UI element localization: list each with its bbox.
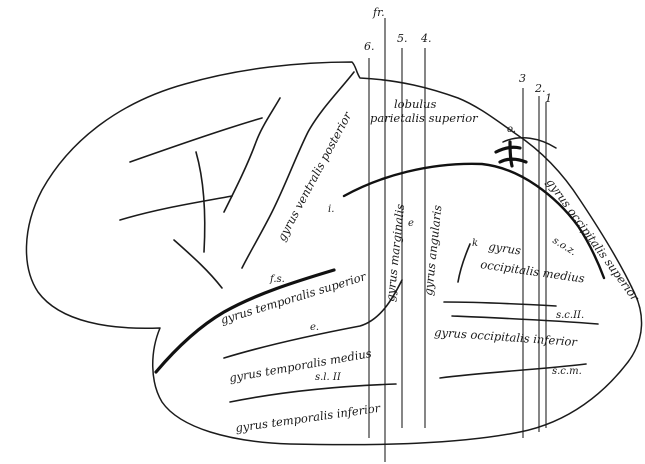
label-6: 6. bbox=[364, 40, 375, 53]
sulcus-central bbox=[241, 71, 355, 269]
label-gyrus-occ-medius-1: gyrus bbox=[488, 239, 522, 257]
label-o: o. bbox=[507, 124, 516, 135]
sulcus-intraparietal bbox=[342, 162, 606, 280]
label-e: e. bbox=[310, 322, 319, 333]
label-occipitalis-medius: occipitalis medius bbox=[480, 257, 586, 285]
sulcus-occipital-c2 bbox=[451, 315, 599, 325]
label-gyrus-temp-inferior: gyrus temporalis inferior bbox=[234, 401, 382, 435]
label-gyrus-temp-medius: gyrus temporalis medius bbox=[228, 346, 373, 385]
label-sl2: s.l. II bbox=[315, 372, 342, 383]
brain-outline bbox=[25, 61, 643, 446]
label-gyrus-ventralis: gyrus ventralis posterior bbox=[274, 108, 355, 243]
label-1: 1 bbox=[545, 92, 552, 105]
sulcus-lateral-occ bbox=[443, 301, 557, 307]
label-scm: s.c.m. bbox=[552, 366, 582, 377]
label-2: 2. bbox=[534, 82, 546, 95]
sulcus-frontal-branch-4 bbox=[173, 239, 223, 289]
sulcus-frontal-branch-1 bbox=[129, 117, 263, 163]
sulcus-occipital-cm bbox=[439, 363, 587, 379]
label-gyrus-marginalis: gyrus marginalis bbox=[383, 203, 407, 302]
label-5: 5. bbox=[397, 32, 408, 45]
sulcus-temporal-superior-e bbox=[223, 279, 403, 359]
sulcus-frontal-branch-2 bbox=[119, 195, 233, 221]
sulcus-temporal-inferior-sl2 bbox=[229, 383, 397, 403]
label-4: 4. bbox=[420, 32, 432, 45]
sulcus-frontal-branch-3 bbox=[195, 151, 206, 253]
label-3: 3 bbox=[519, 72, 526, 85]
label-soz: s.o.z. bbox=[550, 235, 578, 258]
label-sc2: s.c.II. bbox=[556, 310, 584, 321]
label-k: k bbox=[472, 238, 478, 249]
sulcus-sylvian bbox=[154, 268, 336, 374]
sulcus-precentral bbox=[223, 97, 281, 213]
label-lobulus: lobulus bbox=[394, 97, 436, 111]
label-gyrus-occ-inferior: gyrus occipitalis inferior bbox=[434, 325, 579, 349]
label-gyrus-temp-superior: gyrus temporalis superior bbox=[219, 269, 369, 327]
label-i: i. bbox=[328, 204, 334, 215]
occipital-notch bbox=[502, 136, 557, 149]
label-e-vertical: e bbox=[408, 218, 414, 229]
label-fs: f.s. bbox=[269, 274, 285, 285]
label-parietalis-superior: parietalis superior bbox=[370, 111, 479, 125]
label-fr: fr. bbox=[372, 6, 385, 19]
sulcus-o-star bbox=[494, 140, 528, 168]
sulcus-k bbox=[457, 243, 471, 283]
